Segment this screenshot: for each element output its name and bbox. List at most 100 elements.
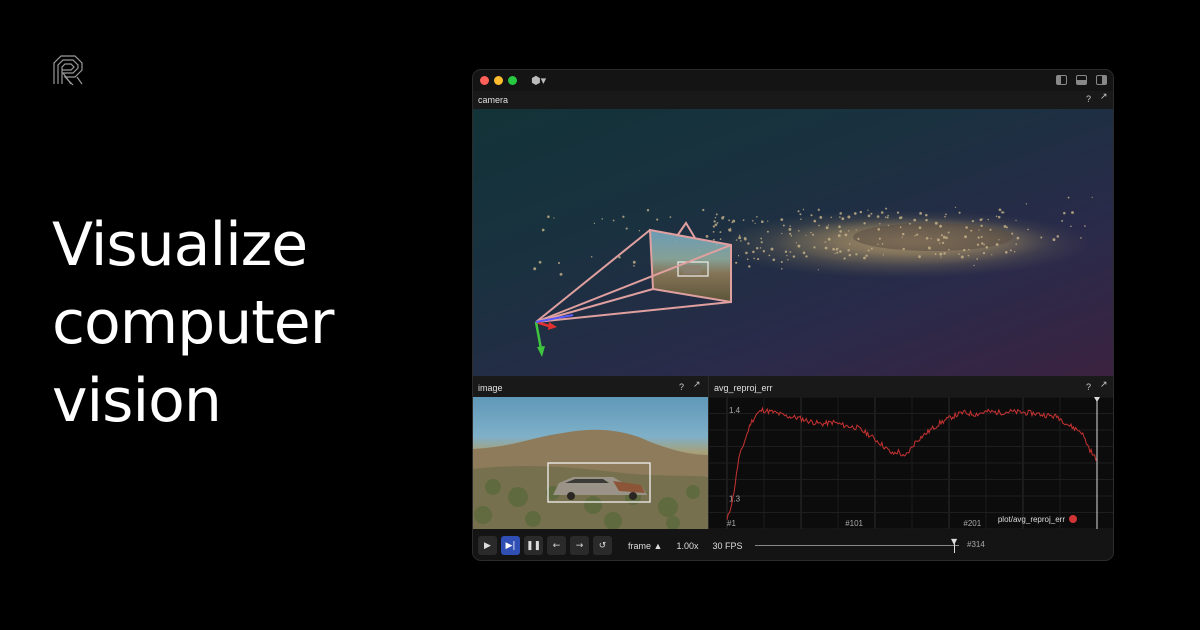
- point-cloud-point: [896, 211, 900, 214]
- point-cloud-point: [805, 255, 808, 258]
- toggle-bottom-panel-icon[interactable]: [1076, 75, 1087, 85]
- point-cloud-point: [748, 265, 751, 268]
- timeline-bar: ▶ ▶| ❚❚ ← → ↺ frame ▲ 1.00x 30 FPS ▼ #31…: [473, 529, 1113, 560]
- point-cloud-point: [976, 258, 979, 260]
- point-cloud-point: [853, 212, 857, 215]
- pause-button[interactable]: ❚❚: [524, 536, 543, 555]
- rerun-logo-icon: [53, 55, 83, 86]
- y-tick-label: 1.4: [729, 406, 741, 415]
- loop-button[interactable]: ↺: [593, 536, 612, 555]
- point-cloud-point: [738, 236, 742, 240]
- line-plot: 1.41.3 #1#101#201 plot/avg_reproj_err: [709, 397, 1113, 529]
- point-cloud-point: [914, 234, 916, 237]
- point-cloud-point: [985, 246, 989, 249]
- point-cloud-point: [899, 226, 902, 229]
- point-cloud-point: [913, 218, 917, 222]
- point-cloud-point: [756, 216, 758, 218]
- point-cloud-point: [939, 252, 943, 256]
- point-cloud-point: [980, 224, 983, 227]
- maximize-panel-icon[interactable]: [1100, 380, 1109, 391]
- minimize-window-button[interactable]: [494, 76, 503, 85]
- help-icon[interactable]: ?: [678, 382, 684, 392]
- toggle-right-panel-icon[interactable]: [1096, 75, 1107, 85]
- point-cloud-point: [901, 232, 905, 236]
- point-cloud-point: [834, 252, 836, 255]
- point-cloud-point: [981, 218, 983, 220]
- image-view[interactable]: [473, 397, 708, 529]
- help-icon[interactable]: ?: [1085, 382, 1091, 392]
- play-button[interactable]: ▶: [478, 536, 497, 555]
- point-cloud-point: [817, 208, 820, 211]
- maximize-panel-icon[interactable]: [1100, 92, 1109, 103]
- point-cloud-point: [790, 235, 793, 237]
- point-cloud-point: [942, 235, 946, 239]
- image-panel-title: image: [478, 383, 503, 393]
- point-cloud-point: [738, 234, 741, 237]
- point-cloud-point: [836, 251, 839, 254]
- point-cloud-point: [800, 218, 802, 221]
- toggle-left-panel-icon[interactable]: [1056, 75, 1067, 85]
- camera-image: [473, 429, 708, 529]
- point-cloud-point: [934, 221, 938, 225]
- point-cloud-point: [837, 234, 841, 238]
- car: [553, 477, 647, 500]
- timeline-track[interactable]: [755, 545, 959, 546]
- maximize-window-button[interactable]: [508, 76, 517, 85]
- point-cloud-point: [1004, 250, 1008, 254]
- point-cloud-point: [760, 241, 763, 244]
- point-cloud-point: [795, 242, 797, 244]
- point-cloud-point: [839, 230, 842, 233]
- point-cloud-point: [916, 233, 919, 236]
- point-cloud-point: [770, 247, 774, 251]
- point-cloud-point: [947, 231, 950, 234]
- panel-divider[interactable]: [708, 376, 709, 529]
- point-cloud-point: [590, 256, 593, 258]
- point-cloud-point: [781, 232, 783, 235]
- timeline-handle[interactable]: [954, 541, 955, 553]
- point-cloud-point: [797, 244, 801, 248]
- follow-button[interactable]: ▶|: [501, 536, 520, 555]
- step-back-button[interactable]: ←: [547, 536, 566, 555]
- point-cloud-point: [742, 219, 745, 221]
- point-cloud-scene: [533, 196, 1093, 357]
- maximize-panel-icon[interactable]: [693, 380, 702, 391]
- point-cloud-point: [958, 253, 960, 255]
- point-cloud-point: [827, 237, 831, 241]
- timeline-selector[interactable]: frame ▲: [628, 540, 663, 551]
- point-cloud-point: [867, 249, 870, 252]
- point-cloud-point: [878, 237, 881, 240]
- point-cloud-point: [940, 234, 943, 237]
- point-cloud-point: [745, 251, 748, 255]
- point-cloud-point: [824, 241, 827, 243]
- point-cloud-point: [870, 247, 873, 250]
- point-cloud-point: [719, 231, 722, 234]
- x-tick-label: #101: [845, 519, 863, 528]
- point-cloud-point: [553, 217, 555, 219]
- point-cloud-point: [1067, 196, 1070, 199]
- point-cloud-point: [885, 207, 888, 210]
- step-forward-button[interactable]: →: [570, 536, 589, 555]
- point-cloud-point: [802, 208, 805, 211]
- camera-3d-view[interactable]: [473, 109, 1113, 376]
- point-cloud-point: [714, 223, 718, 227]
- image-panel-header: image ?: [473, 379, 708, 397]
- fps-setting[interactable]: 30 FPS: [712, 540, 743, 551]
- playback-speed[interactable]: 1.00x: [676, 540, 699, 551]
- close-window-button[interactable]: [480, 76, 489, 85]
- point-cloud-point: [759, 247, 762, 249]
- point-cloud-point: [980, 235, 983, 238]
- point-cloud-point: [743, 237, 747, 240]
- point-cloud-point: [767, 220, 769, 222]
- app-menu-icon[interactable]: ⬢▾: [531, 74, 547, 87]
- timeline-selector-label: frame: [628, 540, 652, 551]
- current-frame-label: #314: [967, 540, 985, 549]
- point-cloud-point: [945, 213, 947, 216]
- point-cloud-point: [879, 223, 881, 225]
- point-cloud-point: [918, 255, 921, 259]
- point-cloud-point: [714, 216, 717, 219]
- camera-frustum: [534, 221, 732, 357]
- point-cloud-point: [936, 238, 940, 242]
- help-icon[interactable]: ?: [1085, 94, 1091, 104]
- time-cursor[interactable]: [1094, 397, 1100, 529]
